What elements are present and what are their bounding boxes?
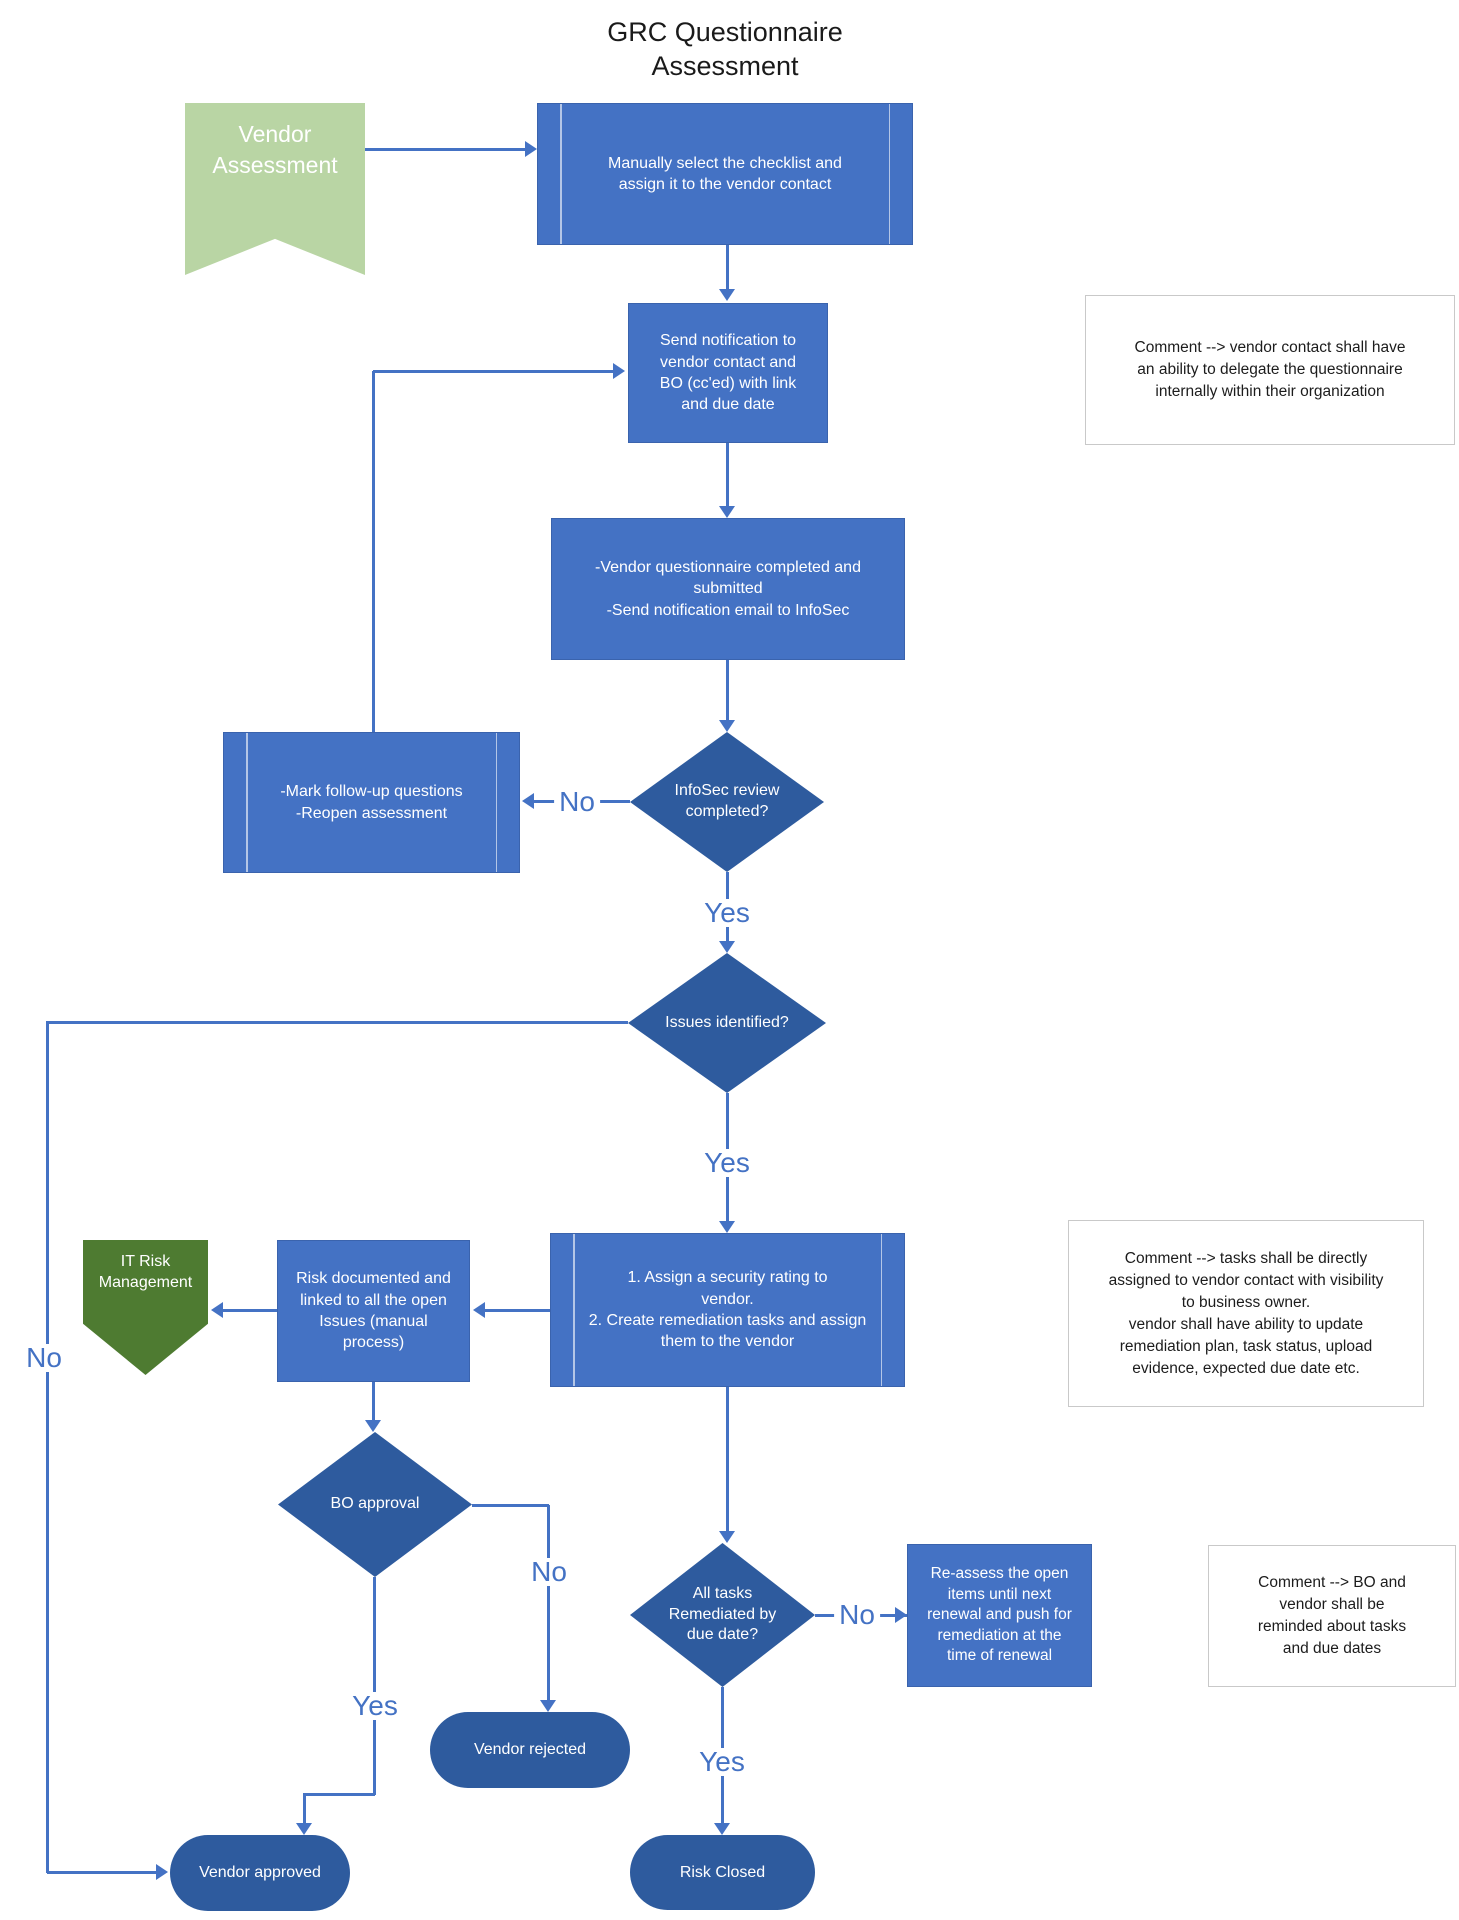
- connector-line: [373, 370, 615, 373]
- terminator-risk-closed: Risk Closed: [630, 1835, 815, 1910]
- connector-line: [47, 1871, 157, 1874]
- arrowhead-down: [719, 1531, 735, 1543]
- edge-label-no-tasks: No: [834, 1601, 880, 1629]
- arrowhead-down: [719, 720, 735, 732]
- edge-label-yes-issues: Yes: [699, 1149, 755, 1177]
- arrowhead-left: [473, 1302, 485, 1318]
- arrowhead-right: [613, 363, 625, 379]
- connector-line: [223, 1309, 277, 1312]
- connector-line: [304, 1793, 375, 1796]
- diagram-title: GRC Questionnaire Assessment: [607, 17, 843, 81]
- process-risk-documented: Risk documented and linked to all the op…: [277, 1240, 470, 1382]
- arrowhead-left: [211, 1302, 223, 1318]
- offpage-it-risk-management: IT Risk Management: [83, 1240, 208, 1375]
- connector-line: [303, 1793, 306, 1824]
- process-select-checklist: Manually select the checklist and assign…: [537, 103, 913, 245]
- arrowhead-right: [525, 141, 537, 157]
- arrowhead-down: [719, 1221, 735, 1233]
- connector-line: [373, 1577, 376, 1795]
- connector-line: [726, 443, 729, 507]
- comment-reminders: Comment --> BO and vendor shall be remin…: [1208, 1545, 1456, 1687]
- edge-label-yes-bo: Yes: [347, 1692, 403, 1720]
- connector-line: [726, 1387, 729, 1532]
- arrowhead-down: [540, 1700, 556, 1712]
- connector-line: [472, 1504, 549, 1507]
- connector-line: [46, 1021, 49, 1873]
- decision-infosec-review: InfoSec review completed?: [630, 732, 824, 872]
- edge-label-yes-tasks: Yes: [694, 1748, 750, 1776]
- connector-line: [485, 1309, 550, 1312]
- edge-label-no-bo: No: [526, 1558, 572, 1586]
- terminator-vendor-rejected: Vendor rejected: [430, 1712, 630, 1788]
- arrowhead-down: [365, 1420, 381, 1432]
- arrowhead-down: [719, 289, 735, 301]
- arrowhead-left: [522, 793, 534, 809]
- comment-delegate-questionnaire: Comment --> vendor contact shall have an…: [1085, 295, 1455, 445]
- connector-line: [547, 1505, 550, 1701]
- process-questionnaire-completed: -Vendor questionnaire completed and subm…: [551, 518, 905, 660]
- connector-line: [372, 371, 375, 732]
- edge-label-yes-infosec: Yes: [699, 899, 755, 927]
- process-send-notification: Send notification to vendor contact and …: [628, 303, 828, 443]
- arrowhead-down: [719, 506, 735, 518]
- edge-label-no-infosec: No: [554, 788, 600, 816]
- connector-line: [726, 660, 729, 721]
- decision-issues-identified: Issues identified?: [628, 953, 826, 1093]
- decision-bo-approval: BO approval: [278, 1432, 472, 1577]
- arrowhead-right: [156, 1864, 168, 1880]
- arrowhead-down: [719, 941, 735, 953]
- start-banner-vendor-assessment: Vendor Assessment: [185, 103, 365, 275]
- arrowhead-down: [714, 1823, 730, 1835]
- connector-line: [726, 245, 729, 291]
- connector-line: [372, 1382, 375, 1421]
- arrowhead-down: [296, 1823, 312, 1835]
- process-reassess-open-items: Re-assess the open items until next rene…: [907, 1544, 1092, 1687]
- connector-line: [365, 148, 525, 151]
- process-assign-rating-create-tasks: 1. Assign a security rating to vendor. 2…: [550, 1233, 905, 1387]
- decision-tasks-remediated: All tasks Remediated by due date?: [630, 1543, 815, 1687]
- edge-label-no-issues: No: [21, 1344, 67, 1372]
- process-mark-followup: -Mark follow-up questions -Reopen assess…: [223, 732, 520, 873]
- terminator-vendor-approved: Vendor approved: [170, 1835, 350, 1911]
- arrowhead-right: [895, 1607, 907, 1623]
- connector-line: [47, 1021, 628, 1024]
- comment-task-assignment: Comment --> tasks shall be directly assi…: [1068, 1220, 1424, 1407]
